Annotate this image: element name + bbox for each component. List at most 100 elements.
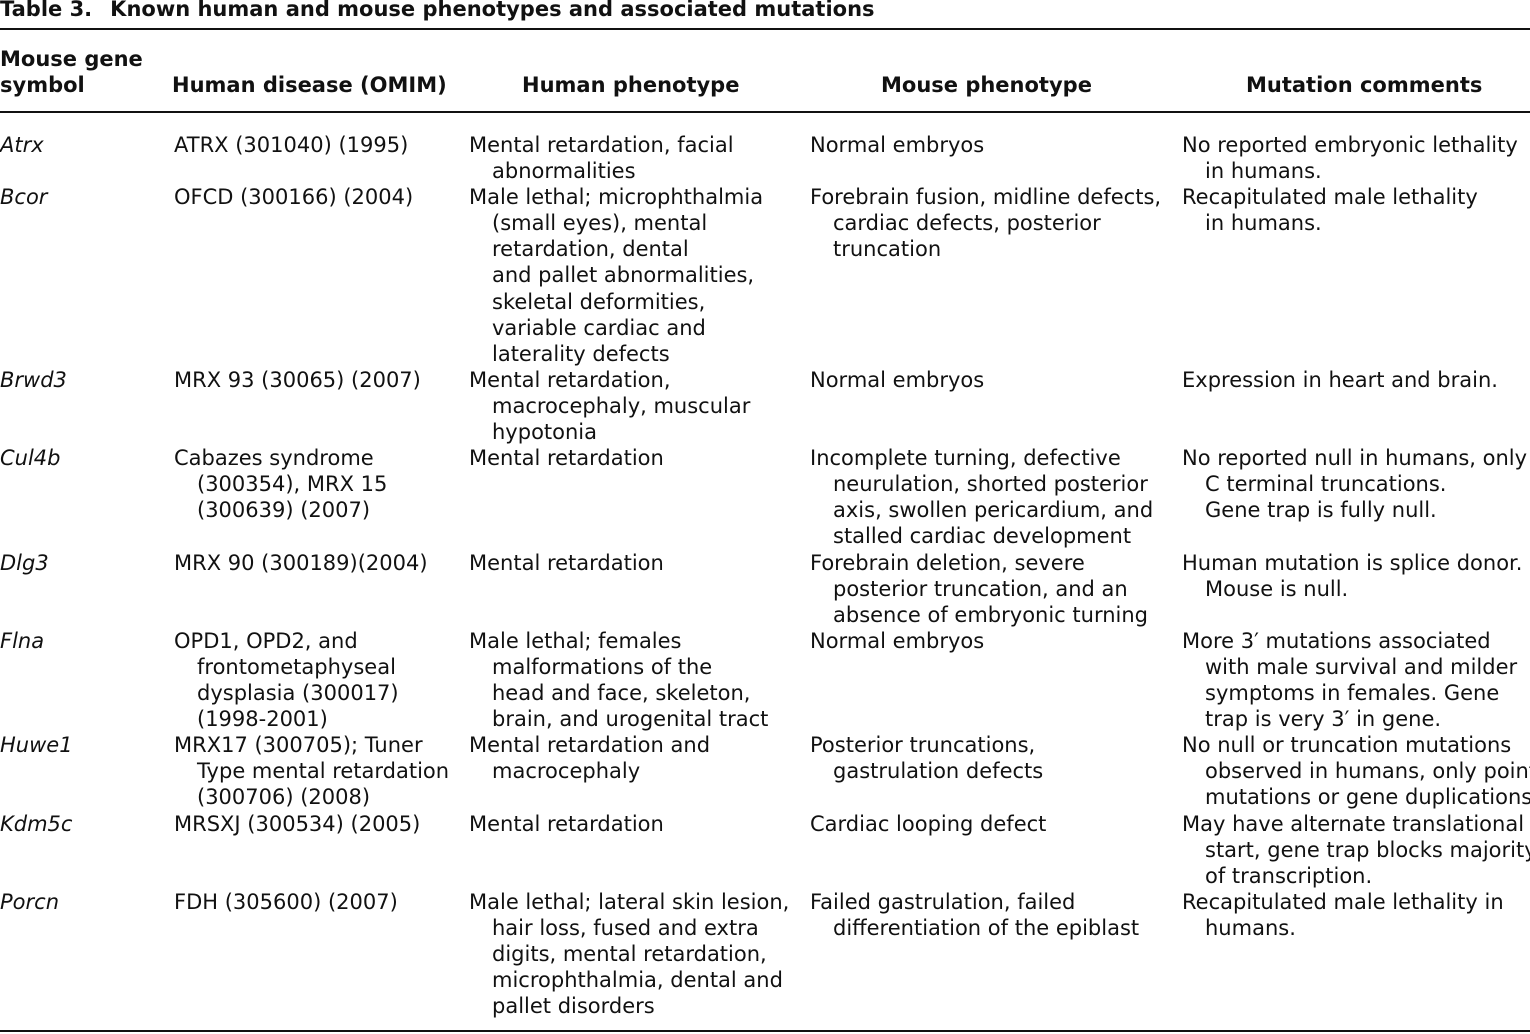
cell-line: OFCD (300166) (2004) — [174, 185, 414, 210]
disease-cell: MRSXJ (300534) (2005) — [174, 811, 420, 837]
mouse-phenotype-cell: Cardiac looping defect — [810, 811, 1046, 837]
cell-line: FDH (305600) (2007) — [174, 889, 398, 914]
human-phenotype-cell: Mental retardation — [469, 445, 664, 471]
cell-line: Bcor — [0, 185, 48, 210]
cell-line: Cabazes syndrome — [174, 446, 374, 471]
cell-line: neurulation, shorted posterior — [833, 472, 1148, 497]
cell-line: Porcn — [0, 889, 60, 914]
table-number: Table 3. — [0, 0, 93, 21]
top-rule — [0, 28, 1530, 30]
cell-line: brain, and urogenital tract — [492, 707, 769, 732]
cell-line: Gene trap is fully null. — [1205, 498, 1437, 523]
disease-cell: ATRX (301040) (1995) — [174, 132, 408, 158]
gene-symbol-cell: Kdm5c — [0, 811, 72, 837]
cell-line: mutations or gene duplications. — [1205, 785, 1530, 810]
table-title: Table 3.Known human and mouse phenotypes… — [0, 0, 875, 24]
cell-line: head and face, skeleton, — [492, 681, 751, 706]
cell-line: gastrulation defects — [833, 759, 1044, 784]
cell-line: (300354), MRX 15 — [197, 472, 388, 497]
cell-line: C terminal truncations. — [1205, 472, 1447, 497]
cell-line: Human mutation is splice donor. — [1182, 550, 1523, 575]
cell-line: More 3′ mutations associated — [1182, 628, 1491, 653]
cell-line: Mental retardation and — [469, 733, 711, 758]
cell-line: of transcription. — [1205, 863, 1373, 888]
cell-line: May have alternate translational — [1182, 811, 1525, 836]
cell-line: Type mental retardation — [197, 759, 450, 784]
cell-line: Mental retardation — [469, 811, 664, 836]
cell-line: macrocephaly, muscular — [492, 393, 751, 418]
human-phenotype-cell: Mental retardation,macrocephaly, muscula… — [469, 367, 750, 445]
cell-line: axis, swollen pericardium, and — [833, 498, 1154, 523]
cell-line: (1998-2001) — [197, 707, 328, 732]
gene-symbol-cell: Flna — [0, 628, 44, 654]
cell-line: Normal embryos — [810, 367, 985, 392]
cell-line: posterior truncation, and an — [833, 576, 1128, 601]
cell-line: symptoms in females. Gene — [1205, 681, 1500, 706]
cell-line: Huwe1 — [0, 733, 73, 758]
mouse-phenotype-cell: Forebrain fusion, midline defects,cardia… — [810, 184, 1161, 262]
cell-line: Mental retardation, — [469, 367, 671, 392]
cell-line: trap is very 3′ in gene. — [1205, 707, 1442, 732]
cell-line: in humans. — [1205, 159, 1322, 184]
human-phenotype-cell: Male lethal; microphthalmia(small eyes),… — [469, 184, 763, 367]
cell-line: Male lethal; lateral skin lesion, — [469, 889, 790, 914]
cell-line: variable cardiac and — [492, 315, 706, 340]
cell-line: OPD1, OPD2, and — [174, 628, 358, 653]
cell-line: ATRX (301040) (1995) — [174, 133, 409, 157]
cell-line: observed in humans, only point — [1205, 759, 1530, 784]
cell-line: MRX 90 (300189)(2004) — [174, 550, 428, 575]
cell-line: stalled cardiac development — [833, 524, 1132, 549]
cell-line: Normal embryos — [810, 133, 985, 157]
cell-line: Mouse is null. — [1205, 576, 1349, 601]
cell-line: Incomplete turning, defective — [810, 446, 1121, 471]
gene-symbol-cell: Brwd3 — [0, 367, 67, 393]
cell-line: MRX17 (300705); Tuner — [174, 733, 423, 758]
cell-line: Flna — [0, 628, 45, 653]
cell-line: (300706) (2008) — [197, 785, 371, 810]
cell-line: Failed gastrulation, failed — [810, 889, 1076, 914]
cell-line: macrocephaly — [492, 759, 641, 784]
human-phenotype-cell: Male lethal; lateral skin lesion,hair lo… — [469, 889, 789, 1019]
cell-line: Kdm5c — [0, 811, 73, 836]
cell-line: digits, mental retardation, — [492, 942, 767, 967]
gene-symbol-cell: Porcn — [0, 889, 59, 915]
cell-line: MRX 93 (30065) (2007) — [174, 367, 421, 392]
header-gene-line1: Mouse gene — [0, 47, 143, 71]
cell-line: Cul4b — [0, 446, 61, 471]
cell-line: humans. — [1205, 915, 1296, 940]
cell-line: differentiation of the epiblast — [833, 915, 1140, 940]
cell-line: Normal embryos — [810, 628, 985, 653]
disease-cell: MRX 93 (30065) (2007) — [174, 367, 421, 393]
cell-line: cardiac defects, posterior — [833, 211, 1101, 236]
cell-line: frontometaphyseal — [197, 654, 396, 679]
cell-line: retardation, dental — [492, 237, 689, 262]
cell-line: in humans. — [1205, 211, 1322, 236]
cell-line: Forebrain fusion, midline defects, — [810, 185, 1162, 210]
mouse-phenotype-cell: Normal embryos — [810, 367, 984, 393]
bottom-rule — [0, 1030, 1530, 1032]
cell-line: Cardiac looping defect — [810, 811, 1047, 836]
disease-cell: Cabazes syndrome(300354), MRX 15(300639)… — [174, 445, 387, 523]
cell-line: Dlg3 — [0, 550, 49, 575]
cell-line: pallet disorders — [492, 994, 655, 1019]
gene-symbol-cell: Cul4b — [0, 445, 61, 471]
cell-line: No null or truncation mutations — [1182, 733, 1512, 758]
header-gene-line2: symbol — [0, 73, 85, 97]
human-phenotype-cell: Mental retardation — [469, 550, 664, 576]
cell-line: hair loss, fused and extra — [492, 915, 759, 940]
disease-cell: FDH (305600) (2007) — [174, 889, 398, 915]
gene-symbol-cell: Bcor — [0, 184, 47, 210]
cell-line: truncation — [833, 237, 942, 262]
